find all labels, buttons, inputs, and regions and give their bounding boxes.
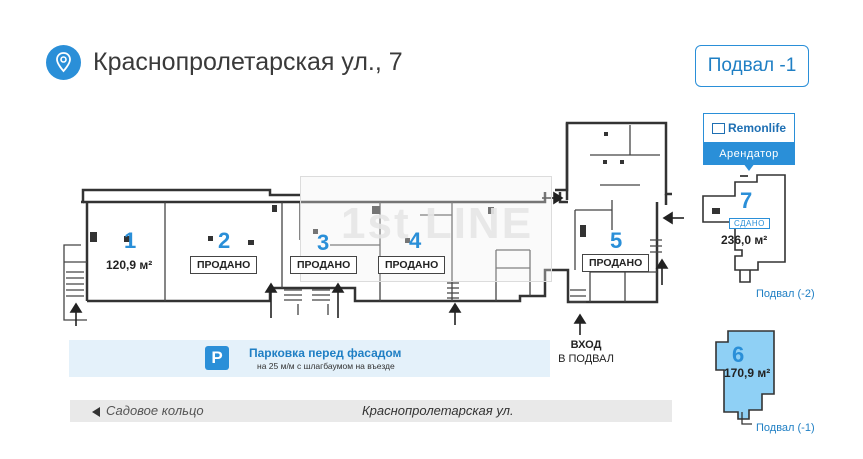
tenant-logo-icon — [711, 122, 725, 134]
unit-7-number: 7 — [740, 188, 753, 213]
map-pin-glyph — [56, 52, 71, 73]
unit-5-number: 5 — [610, 228, 623, 253]
street-right-label: Краснопролетарская ул. — [362, 403, 514, 418]
entrance-line2: В ПОДВАЛ — [558, 353, 614, 365]
unit-6-level-link[interactable]: Подвал (-1) — [756, 422, 815, 434]
parking-title: Парковка перед фасадом — [249, 346, 402, 360]
street-left: Садовое кольцо — [92, 403, 204, 418]
unit-4-number: 4 — [409, 228, 422, 253]
parking-banner: P Парковка перед фасадом на 25 м/м с шла… — [69, 340, 550, 377]
arrow-left-icon — [92, 406, 100, 417]
unit6-outline — [715, 330, 775, 420]
unit-6-area: 170,9 м² — [724, 366, 771, 380]
unit-1-number: 1 — [124, 228, 137, 253]
basement-entrance-label: ВХОД В ПОДВАЛ — [555, 338, 617, 366]
unit-6-number: 6 — [732, 342, 745, 367]
tenant-logo: Remonlife — [703, 113, 795, 143]
tenant-badge: Remonlife Арендатор — [703, 113, 795, 171]
upper-block — [565, 123, 668, 205]
street-bar: Садовое кольцо Краснопролетарская ул. — [70, 400, 672, 422]
tenant-logo-text: Remonlife — [727, 121, 786, 135]
unit-7-level-link[interactable]: Подвал (-2) — [756, 288, 815, 300]
tenant-label: Арендатор — [703, 143, 795, 165]
floor-selector-button[interactable]: Подвал -1 — [695, 45, 809, 87]
entrance-line1: ВХОД — [570, 339, 602, 351]
building-outline-2 — [83, 192, 568, 204]
unit-5-status: ПРОДАНО — [582, 254, 650, 272]
street-left-label: Садовое кольцо — [106, 403, 204, 418]
unit-1-area: 120,9 м² — [106, 258, 153, 272]
unit-3-number: 3 — [317, 230, 330, 255]
map-pin-icon — [46, 45, 81, 80]
unit-3-status: ПРОДАНО — [290, 256, 358, 274]
unit-2-number: 2 — [218, 228, 231, 253]
unit-7-status: СДАНО — [729, 218, 770, 229]
parking-icon: P — [205, 346, 229, 370]
unit-2-status: ПРОДАНО — [190, 256, 258, 274]
unit-7-area: 236,0 м² — [721, 233, 768, 247]
address-title: Краснопролетарская ул., 7 — [93, 48, 403, 76]
unit-4-status: ПРОДАНО — [378, 256, 446, 274]
tenant-pointer — [743, 163, 755, 171]
watermark-text: 1st LINE — [341, 199, 534, 248]
parking-subtitle: на 25 м/м с шлагбаумом на въезде — [257, 361, 395, 371]
unit7-outline — [702, 174, 786, 271]
